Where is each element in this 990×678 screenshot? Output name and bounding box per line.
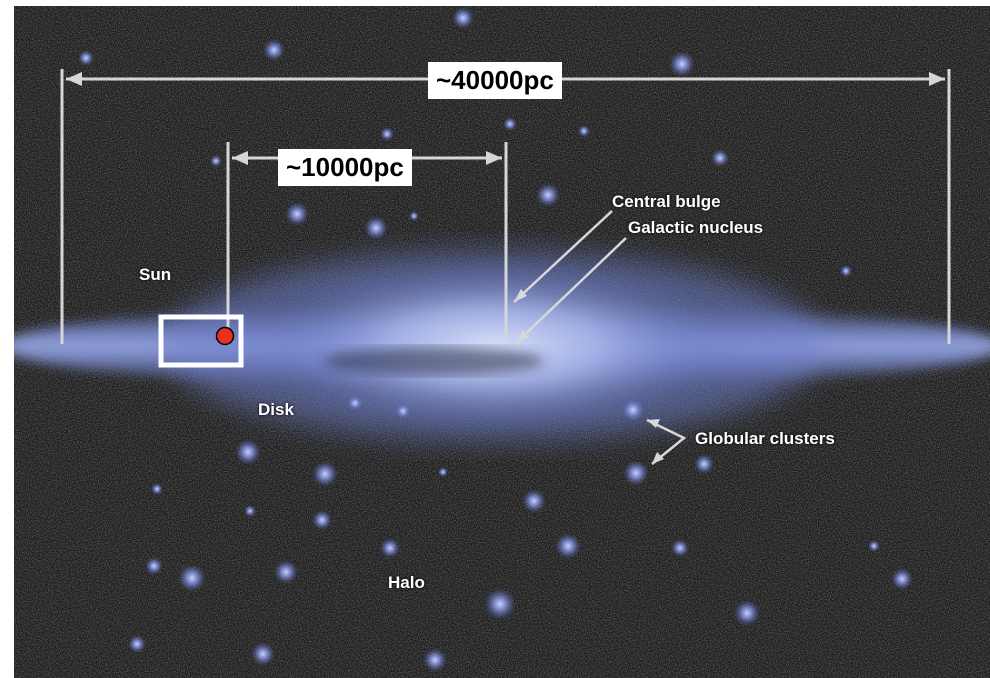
sun-marker — [215, 326, 235, 346]
globular-clusters-label: Globular clusters — [695, 429, 835, 448]
sun-label: Sun — [139, 265, 172, 284]
galaxy-illustration — [14, 6, 990, 678]
sun-highlight-box — [158, 314, 244, 368]
halo-label: Halo — [388, 573, 425, 592]
galactic-nucleus-label: Galactic nucleus — [628, 218, 764, 237]
central-bulge-label: Central bulge — [612, 192, 721, 211]
galactic-nucleus-pointer — [515, 237, 627, 344]
total-width-label: ~40000pc — [428, 62, 562, 99]
callout-pointers — [513, 210, 687, 465]
galactic-disk — [14, 251, 990, 441]
sun-distance-label: ~10000pc — [278, 149, 412, 186]
central-bulge-glow — [254, 261, 734, 431]
disk-label: Disk — [258, 400, 294, 419]
halo-stars — [78, 7, 913, 672]
arrowheads — [66, 72, 945, 165]
globular-clusters-pointer — [646, 418, 687, 465]
central-bulge-pointer — [513, 210, 613, 303]
dust-lane — [324, 347, 544, 375]
galaxy-diagram: ~40000pc ~10000pc Sun Disk Halo Central … — [14, 6, 990, 678]
pointer-arrowheads — [514, 289, 664, 464]
